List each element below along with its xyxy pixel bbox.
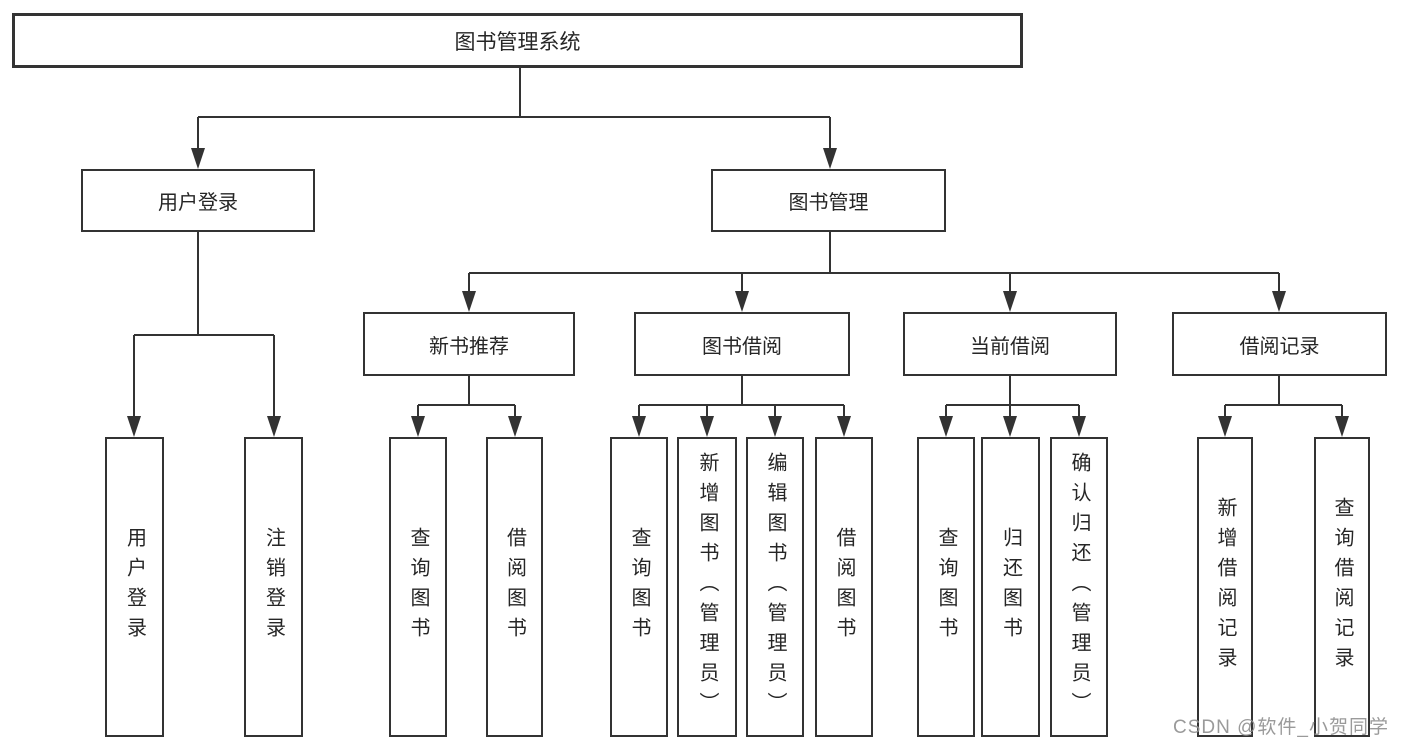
leaf-label: 查询图书 <box>935 527 957 647</box>
node-label: 用户登录 <box>158 192 238 214</box>
leaf-return-books: 归还图书 <box>981 437 1040 737</box>
leaf-label: 确认归还（管理员） <box>1068 452 1090 722</box>
node-book-borrowing: 图书借阅 <box>634 312 850 376</box>
leaf-label: 新增借阅记录 <box>1214 497 1236 677</box>
leaf-borrow-books: 借阅图书 <box>815 437 873 737</box>
leaf-label: 归还图书 <box>999 527 1022 647</box>
node-borrowing-records: 借阅记录 <box>1172 312 1387 376</box>
leaf-borrow-books-recommend: 借阅图书 <box>486 437 543 737</box>
node-label: 当前借阅 <box>970 335 1050 358</box>
leaf-logout: 注销登录 <box>244 437 303 737</box>
leaf-query-borrow-record: 查询借阅记录 <box>1314 437 1370 737</box>
leaf-label: 借阅图书 <box>503 527 526 647</box>
node-user-login: 用户登录 <box>81 169 315 232</box>
leaf-user-login: 用户登录 <box>105 437 164 737</box>
node-label: 图书管理 <box>788 192 869 214</box>
leaf-query-books-recommend: 查询图书 <box>389 437 447 737</box>
leaf-add-books-admin: 新增图书（管理员） <box>677 437 737 737</box>
leaf-confirm-return-admin: 确认归还（管理员） <box>1050 437 1108 737</box>
leaf-query-books-current: 查询图书 <box>917 437 975 737</box>
leaf-label: 查询图书 <box>407 527 429 647</box>
leaf-edit-books-admin: 编辑图书（管理员） <box>746 437 804 737</box>
node-label: 借阅记录 <box>1239 335 1320 358</box>
leaf-label: 查询借阅记录 <box>1331 497 1353 677</box>
arrowheads <box>127 148 1349 437</box>
node-label: 新书推荐 <box>429 335 509 358</box>
leaf-label: 用户登录 <box>123 527 146 647</box>
leaf-label: 查询图书 <box>628 527 650 647</box>
leaf-add-borrow-record: 新增借阅记录 <box>1197 437 1253 737</box>
node-book-management: 图书管理 <box>711 169 946 232</box>
node-new-book-recommendation: 新书推荐 <box>363 312 575 376</box>
node-current-borrowing: 当前借阅 <box>903 312 1117 376</box>
node-label: 图书管理系统 <box>454 30 581 54</box>
leaf-query-books-borrow: 查询图书 <box>610 437 668 737</box>
leaf-label: 新增图书（管理员） <box>696 452 718 722</box>
csdn-watermark: CSDN @软件_小贺同学 <box>1173 717 1389 738</box>
leaf-label: 注销登录 <box>262 527 285 647</box>
node-label: 图书借阅 <box>702 335 782 358</box>
leaf-label: 借阅图书 <box>833 527 855 647</box>
connector-paths <box>133 68 1343 418</box>
leaf-label: 编辑图书（管理员） <box>764 452 786 722</box>
node-library-system: 图书管理系统 <box>12 13 1023 68</box>
